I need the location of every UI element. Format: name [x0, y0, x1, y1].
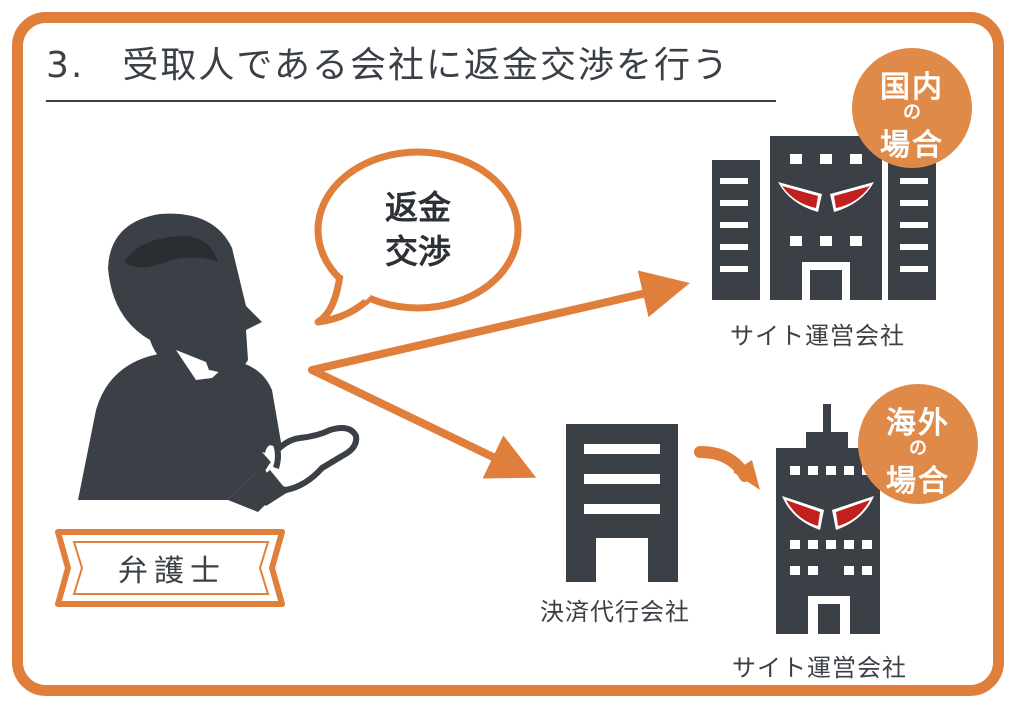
overseas-company-label: サイト運営会社 [732, 654, 907, 682]
overseas-badge-line-1: 海外 [886, 406, 950, 441]
payment-agent-label: 決済代行会社 [540, 598, 690, 626]
speech-bubble-line-1: 返金 [385, 188, 451, 227]
overseas-badge-line-3: 場合 [886, 464, 950, 499]
lawyer-label: 弁護士 [118, 554, 226, 589]
domestic-badge-line-3: 場合 [880, 128, 944, 163]
page-title: 3. 受取人である会社に返金交渉を行う [46, 45, 730, 86]
speech-bubble [314, 148, 522, 326]
domestic-company-label: サイト運営会社 [730, 322, 905, 350]
overseas-case-badge: 海外 の 場合 [858, 384, 978, 504]
arrow-to-payment-agent [308, 366, 537, 479]
domestic-badge-line-2: の [903, 102, 921, 123]
overseas-company-building-icon [776, 404, 880, 634]
speech-bubble-line-2: 交渉 [385, 232, 451, 271]
payment-agent-building-icon [566, 424, 678, 582]
arrow-to-domestic [308, 270, 690, 374]
domestic-badge-line-1: 国内 [880, 70, 944, 105]
arrow-to-overseas [694, 446, 760, 490]
lawyer-ribbon [55, 529, 285, 607]
overseas-badge-line-2: の [909, 438, 927, 459]
domestic-company-building-icon [712, 136, 936, 300]
lawyer-icon [78, 213, 360, 512]
title-underline [46, 100, 776, 102]
domestic-case-badge: 国内 の 場合 [852, 48, 972, 168]
speech-bubble-text: 返金 交渉 [358, 186, 478, 274]
